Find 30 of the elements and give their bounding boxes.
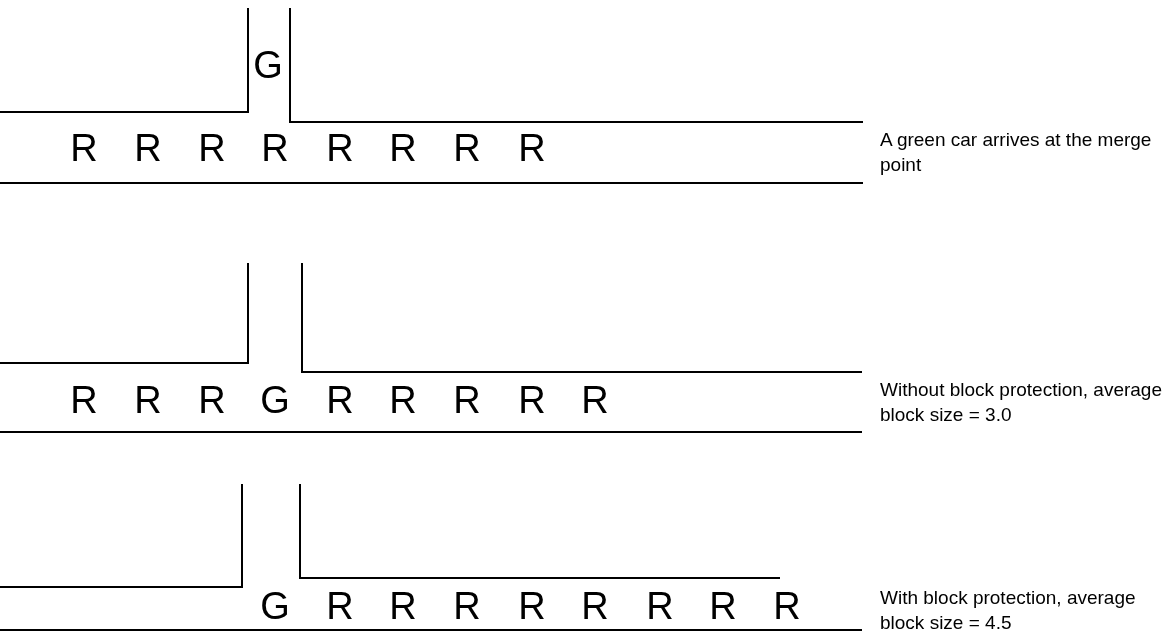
- car-letter: R: [518, 381, 546, 419]
- car-letter: R: [198, 129, 226, 167]
- car-letter: R: [326, 381, 354, 419]
- car-letter: R: [646, 587, 674, 625]
- car-letter: R: [453, 129, 481, 167]
- caption-text: A green car arrives at the merge point: [880, 128, 1153, 177]
- car-letter: R: [518, 587, 546, 625]
- car-letter: R: [70, 381, 98, 419]
- car-letter: R: [453, 381, 481, 419]
- car-letter: R: [389, 587, 417, 625]
- car-letter: R: [198, 381, 226, 419]
- caption-text: Without block protection, average block size = 3.0: [880, 378, 1163, 427]
- car-letter: R: [389, 381, 417, 419]
- car-letter: R: [581, 381, 609, 419]
- car-letter: G: [253, 46, 283, 84]
- car-letter: R: [70, 129, 98, 167]
- car-letter: R: [134, 381, 162, 419]
- car-letter: G: [260, 381, 290, 419]
- car-letter: R: [326, 587, 354, 625]
- caption-text: With block protection, average block size = 4.5: [880, 586, 1137, 635]
- car-letter: R: [389, 129, 417, 167]
- car-letter: R: [518, 129, 546, 167]
- car-letter: R: [453, 587, 481, 625]
- car-letter: G: [260, 587, 290, 625]
- car-letter: R: [134, 129, 162, 167]
- car-letter: R: [773, 587, 801, 625]
- car-letter: R: [709, 587, 737, 625]
- car-letter: R: [261, 129, 289, 167]
- car-letter: R: [581, 587, 609, 625]
- car-letter: R: [326, 129, 354, 167]
